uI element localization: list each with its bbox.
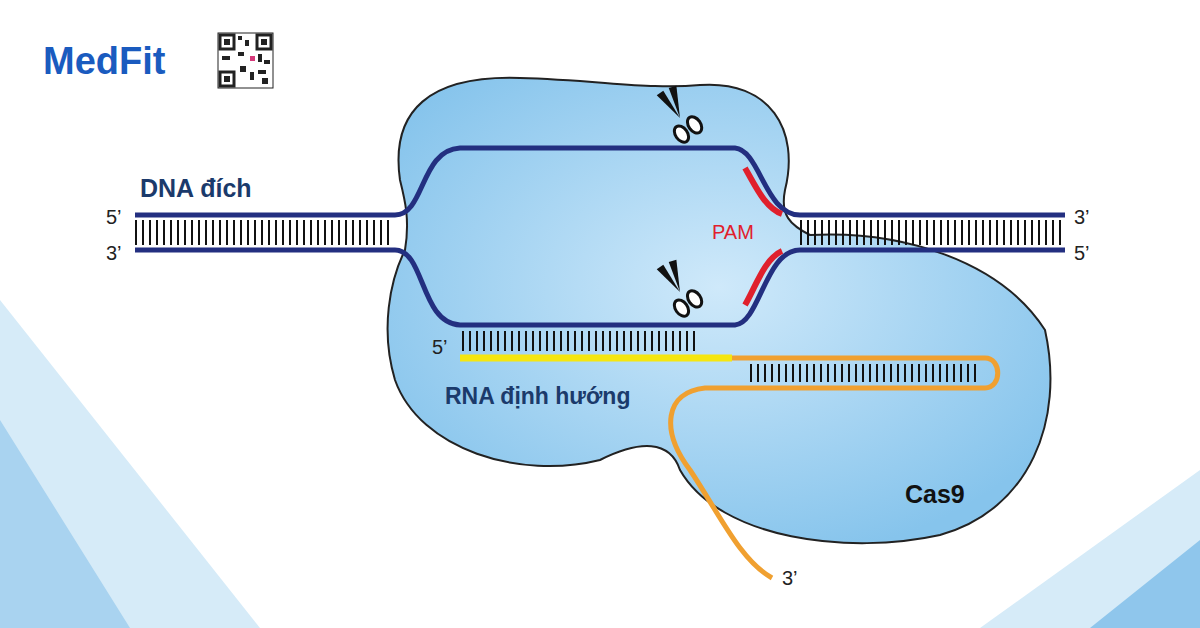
strand-end: 3’ — [106, 243, 122, 263]
node-label: Cas9 — [905, 482, 965, 507]
corner-shape — [0, 420, 130, 628]
strand-end: 5’ — [106, 207, 122, 227]
corner-shape — [0, 300, 260, 628]
corner-shape — [1090, 540, 1200, 628]
cas9-protein: Cas9 — [380, 70, 1070, 560]
strand-end: 5’ — [432, 337, 448, 357]
logo-text: MedFit — [43, 42, 165, 80]
strand-end: 3’ — [782, 568, 798, 588]
corner-shape — [980, 470, 1200, 628]
protein-outline — [380, 70, 1070, 560]
part-name: DNA đích — [140, 176, 252, 201]
strand-end: 5’ — [1074, 243, 1090, 263]
part-name: PAM — [712, 222, 754, 242]
base-pairs — [135, 220, 392, 245]
rna-guide-sequence — [460, 355, 732, 362]
qr-code — [218, 33, 273, 88]
strand-end: 3’ — [1074, 207, 1090, 227]
part-name: RNA định hướng — [445, 385, 630, 408]
